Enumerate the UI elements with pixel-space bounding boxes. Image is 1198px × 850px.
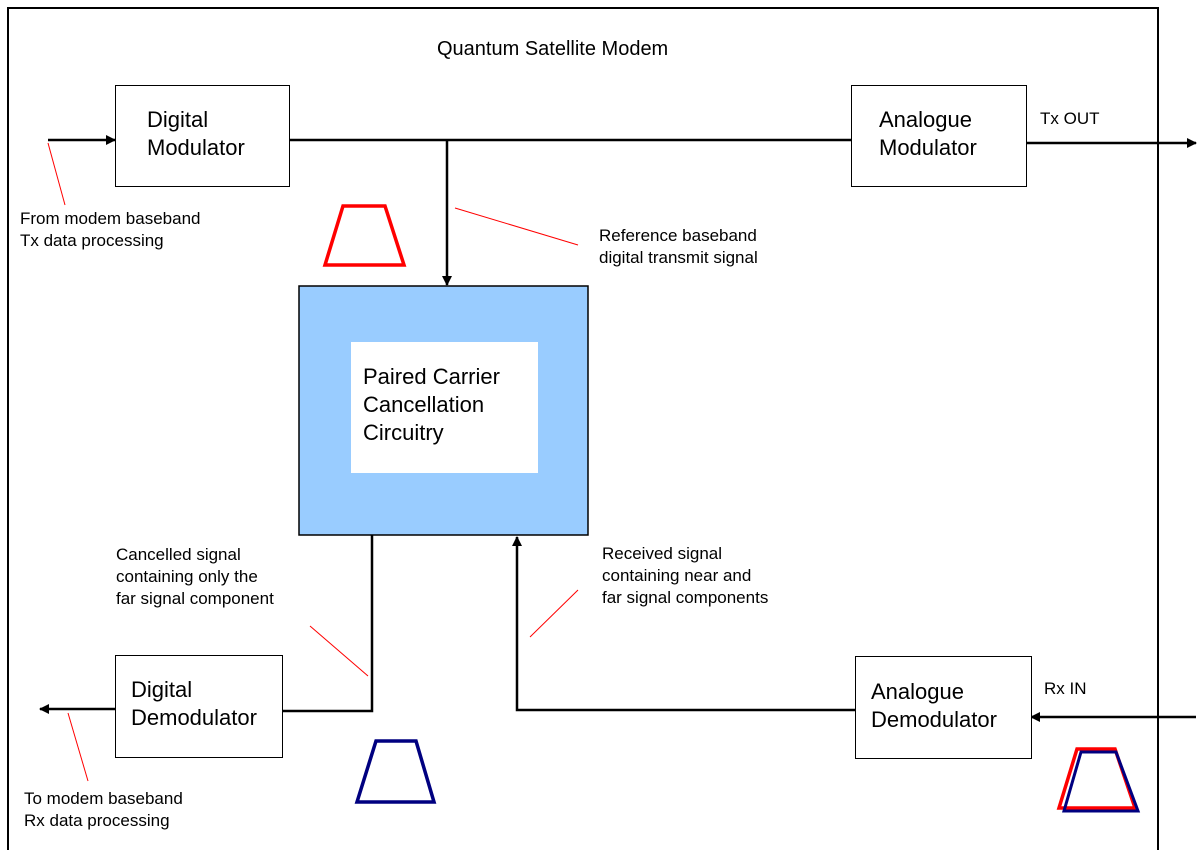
- received-near-spectrum-icon: [1056, 747, 1138, 810]
- annotation-line: From modem baseband: [20, 209, 201, 228]
- near-signal-spectrum-icon: [322, 204, 407, 267]
- annotation-line: containing near and: [602, 566, 752, 585]
- annotation-leaders: [47, 142, 579, 782]
- block-label-line: Demodulator: [131, 705, 257, 730]
- annotation-line: Cancelled signal: [116, 545, 241, 564]
- annotation-line: Rx data processing: [24, 811, 170, 830]
- received-signal-line: [512, 536, 856, 712]
- leader-rx-sink: [67, 712, 89, 782]
- leader-reference: [454, 207, 579, 246]
- leader-cancelled: [309, 625, 369, 677]
- canceller-label: Paired Carrier Cancellation Circuitry: [363, 363, 500, 447]
- modem-frame: [7, 7, 1159, 850]
- annotation-line: digital transmit signal: [599, 248, 758, 267]
- digital-demodulator-label: Digital Demodulator: [131, 676, 257, 732]
- block-label-line: Demodulator: [871, 707, 997, 732]
- annotation-line: Tx data processing: [20, 231, 164, 250]
- block-label-line: Modulator: [879, 135, 977, 160]
- block-label-line: Paired Carrier: [363, 364, 500, 389]
- digital-modulator-label: Digital Modulator: [147, 106, 245, 162]
- cancelled-annotation: Cancelled signal containing only the far…: [116, 544, 274, 610]
- digital-demodulator-block: Digital Demodulator: [115, 655, 283, 758]
- analogue-demodulator-label: Analogue Demodulator: [871, 678, 997, 734]
- annotation-line: far signal component: [116, 589, 274, 608]
- leader-tx-source: [47, 142, 66, 206]
- analogue-demodulator-block: Analogue Demodulator: [855, 656, 1032, 759]
- received-far-spectrum-icon: [1062, 750, 1141, 813]
- block-label-line: Analogue: [879, 107, 972, 132]
- analogue-modulator-label: Analogue Modulator: [879, 106, 977, 162]
- tx-source-annotation: From modem baseband Tx data processing: [20, 208, 200, 252]
- rx-in-label: Rx IN: [1044, 679, 1087, 698]
- block-label-line: Analogue: [871, 679, 964, 704]
- block-label-line: Digital: [147, 107, 209, 132]
- block-label-line: Modulator: [147, 135, 245, 160]
- annotation-line: far signal components: [602, 588, 769, 607]
- rx-sink-annotation: To modem baseband Rx data processing: [24, 788, 183, 832]
- annotation-line: containing only the: [116, 567, 258, 586]
- cancelled-signal-line: [282, 535, 374, 713]
- signal-paths: [39, 135, 1197, 722]
- diagram-title: Quantum Satellite Modem: [437, 38, 669, 60]
- leader-received: [529, 589, 579, 638]
- block-label-line: Digital: [131, 677, 193, 702]
- digital-modulator-block: Digital Modulator: [115, 85, 290, 187]
- tx-out-label: Tx OUT: [1040, 109, 1100, 128]
- reference-annotation: Reference baseband digital transmit sign…: [599, 225, 758, 269]
- analogue-modulator-block: Analogue Modulator: [851, 85, 1027, 187]
- annotation-line: To modem baseband: [24, 789, 183, 808]
- annotation-line: Received signal: [602, 544, 723, 563]
- block-label-line: Circuitry: [363, 420, 444, 445]
- block-label-line: Cancellation: [363, 392, 485, 417]
- received-annotation: Received signal containing near and far …: [602, 543, 768, 609]
- annotation-line: Reference baseband: [599, 226, 757, 245]
- canceller-inner-panel: Paired Carrier Cancellation Circuitry: [351, 342, 538, 473]
- far-signal-spectrum-icon: [354, 739, 437, 804]
